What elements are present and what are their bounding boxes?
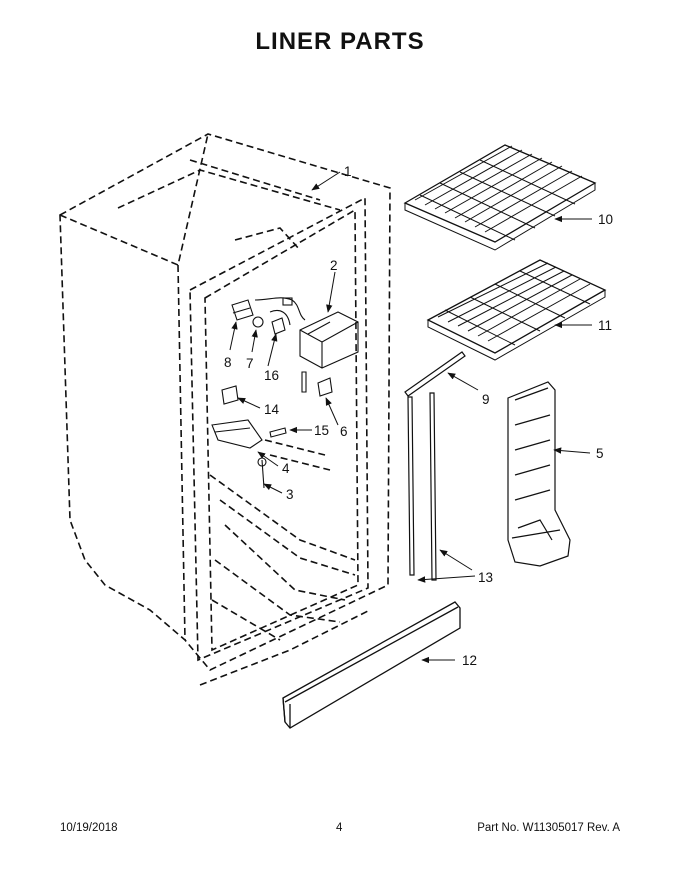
callout-2: 2 — [330, 258, 338, 273]
callout-labels: 1 2 3 4 5 6 7 8 9 10 11 12 13 14 15 16 — [224, 164, 613, 668]
shelf-upper — [403, 144, 597, 251]
trim-strips — [404, 351, 466, 581]
kick-plate — [282, 601, 461, 729]
callout-14: 14 — [264, 402, 280, 417]
callout-1: 1 — [344, 164, 352, 179]
callout-16: 16 — [264, 368, 279, 383]
callout-7: 7 — [246, 356, 254, 371]
callout-4: 4 — [282, 461, 290, 476]
footer-page-number: 4 — [336, 822, 343, 834]
callout-3: 3 — [286, 487, 294, 502]
callout-10: 10 — [598, 212, 613, 227]
leader-lines — [229, 171, 592, 664]
footer-part-number: Part No. W11305017 Rev. A — [477, 822, 620, 834]
callout-15: 15 — [314, 423, 329, 438]
callout-13: 13 — [478, 570, 493, 585]
shelf-lower — [426, 259, 607, 361]
callout-5: 5 — [596, 446, 604, 461]
footer-date: 10/19/2018 — [60, 822, 118, 834]
page-title: LINER PARTS — [255, 28, 425, 55]
air-duct — [507, 381, 571, 567]
electrical-components — [211, 297, 359, 489]
callout-11: 11 — [598, 318, 612, 333]
callout-6: 6 — [340, 424, 348, 439]
cabinet-liner — [59, 133, 391, 686]
callout-8: 8 — [224, 355, 232, 370]
callout-9: 9 — [482, 392, 490, 407]
callout-12: 12 — [462, 653, 477, 668]
